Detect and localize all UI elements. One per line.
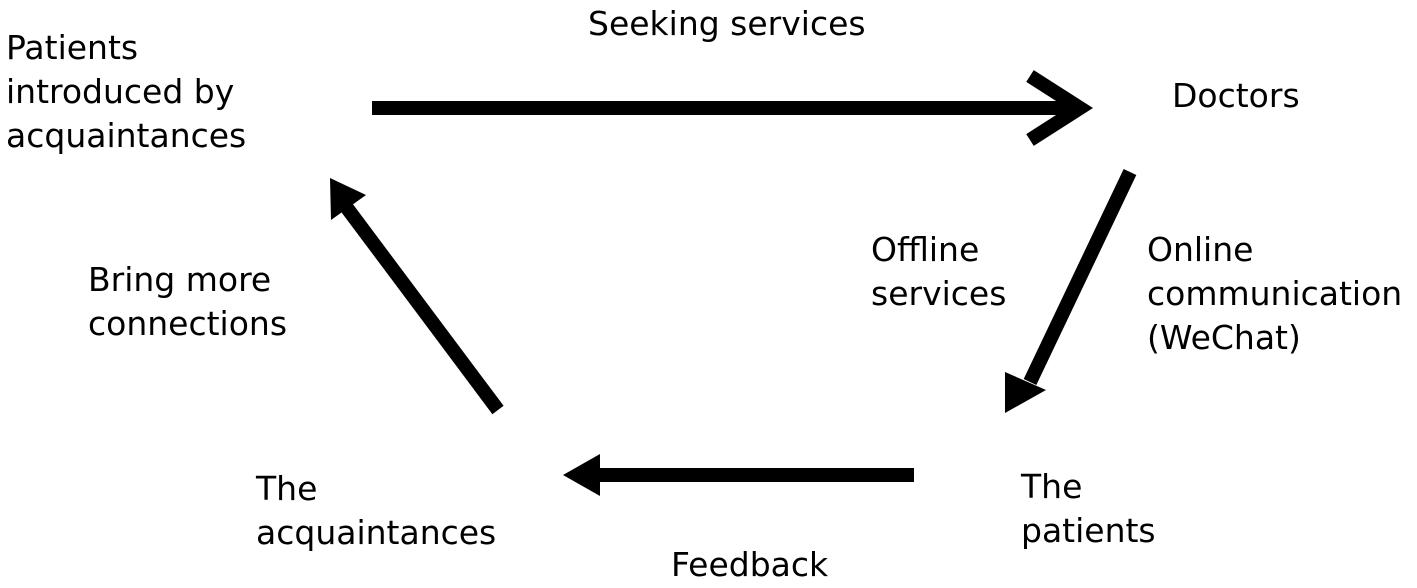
arrow-doctors-to-patients	[1005, 168, 1137, 413]
edge-label-feedback: Feedback	[671, 543, 828, 587]
node-patients-introduced-line-3: acquaintances	[6, 116, 247, 155]
node-patients-line-1: The	[1021, 467, 1083, 506]
node-acquaintances: The acquaintances	[256, 467, 496, 555]
node-patients: The patients	[1021, 465, 1156, 553]
edge-label-online-communication-line-1: Online	[1147, 230, 1254, 269]
edge-label-offline-services-line-1: Offline	[871, 230, 980, 269]
edge-label-bring-more-connections-line-2: connections	[88, 304, 288, 343]
edge-label-offline-services: Offline services	[871, 228, 1006, 316]
edge-label-bring-more-connections-line-1: Bring more	[88, 260, 272, 299]
edge-label-feedback-line-1: Feedback	[671, 545, 829, 584]
edge-label-seeking-services-line-1: Seeking services	[588, 4, 866, 43]
edge-label-online-communication-line-2: communication	[1147, 274, 1403, 313]
node-doctors: Doctors	[1172, 74, 1300, 118]
edge-label-seeking-services: Seeking services	[588, 2, 866, 46]
edge-label-offline-services-line-2: services	[871, 274, 1007, 313]
edge-label-online-communication-line-3: (WeChat)	[1147, 318, 1301, 357]
node-patients-introduced-line-2: introduced by	[6, 72, 235, 111]
node-doctors-line-1: Doctors	[1172, 76, 1300, 115]
node-acquaintances-line-2: acquaintances	[256, 513, 497, 552]
node-acquaintances-line-1: The	[256, 469, 318, 508]
arrow-bring-connections	[330, 178, 504, 415]
node-patients-introduced-line-1: Patients	[6, 28, 139, 67]
edge-label-bring-more-connections: Bring more connections	[88, 258, 287, 346]
arrow-feedback	[563, 454, 914, 496]
node-patients-line-2: patients	[1021, 511, 1156, 550]
edge-label-online-communication: Online communication (WeChat)	[1147, 228, 1402, 360]
node-patients-introduced: Patients introduced by acquaintances	[6, 26, 246, 158]
arrow-seeking-services	[372, 70, 1093, 146]
